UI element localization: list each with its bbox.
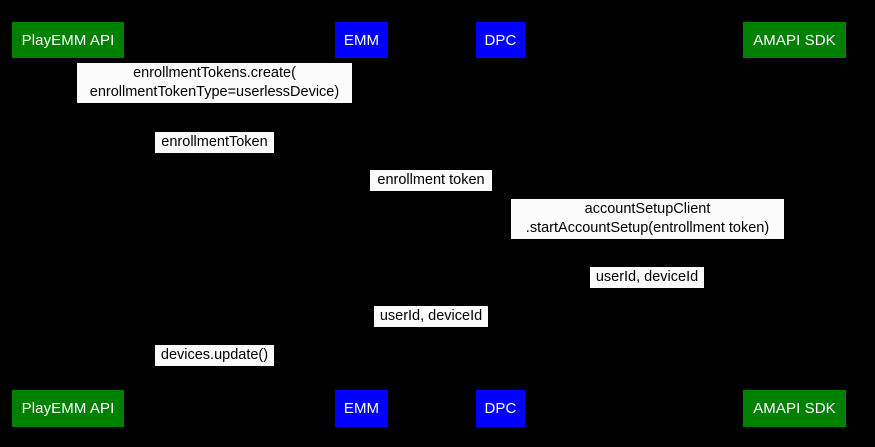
message-text-line1: enrollmentTokens.create( [133, 65, 296, 81]
participant-label: EMM [343, 400, 380, 417]
message-label-msg-2: enrollmentToken [155, 132, 274, 153]
participant-amapi-sdk-bottom[interactable]: AMAPI SDK [743, 390, 846, 427]
arrow-head-msg-4 [786, 239, 794, 247]
participant-label: DPC [484, 31, 517, 49]
arrow-head-msg-5 [500, 287, 508, 295]
participant-playemm-api-bottom[interactable]: PlayEMM API [12, 390, 124, 427]
arrow-head-msg-6 [361, 326, 369, 334]
message-text-line1: devices.update() [160, 347, 269, 363]
arrow-head-msg-3 [492, 191, 500, 199]
message-text-line1: userId, deviceId [379, 308, 483, 324]
participant-label: AMAPI SDK [753, 400, 836, 417]
participant-amapi-sdk-top[interactable]: AMAPI SDK [743, 22, 846, 58]
arrow-head-msg-1 [67, 104, 75, 112]
arrow-head-msg-2 [353, 152, 361, 160]
lifeline-amapi-sdk [794, 57, 795, 390]
arrow-line-msg-4 [500, 243, 794, 244]
arrow-head-msg-7 [67, 365, 75, 373]
message-text-line1: enrollment token [377, 172, 485, 188]
message-label-msg-1: enrollmentTokens.create( enrollmentToken… [77, 63, 352, 103]
message-label-msg-5: userId, deviceId [590, 267, 704, 288]
lifeline-playemm-api [67, 57, 68, 390]
participant-emm-bottom[interactable]: EMM [335, 390, 388, 427]
message-text-line1: userId, deviceId [595, 269, 699, 285]
arrow-line-msg-3 [361, 195, 500, 196]
message-text-line2: .startAccountSetup(entrollment token) [525, 220, 770, 236]
message-label-msg-6: userId, deviceId [374, 306, 488, 327]
message-label-msg-4: accountSetupClient .startAccountSetup(en… [511, 199, 784, 239]
lifeline-dpc [500, 57, 501, 390]
participant-label: PlayEMM API [21, 400, 115, 417]
arrow-line-msg-1 [67, 108, 361, 109]
message-text-line1: accountSetupClient [584, 201, 711, 217]
participant-label: PlayEMM API [21, 31, 115, 49]
participant-dpc-top[interactable]: DPC [476, 22, 525, 58]
participant-label: EMM [343, 31, 380, 49]
arrow-line-msg-7 [67, 369, 361, 370]
message-text-line1: enrollmentToken [161, 134, 268, 150]
arrow-line-msg-5 [500, 291, 794, 292]
message-text-line2: enrollmentTokenType=userlessDevice) [89, 84, 340, 100]
message-label-msg-7: devices.update() [155, 345, 274, 366]
participant-label: DPC [484, 400, 517, 417]
participant-label: AMAPI SDK [753, 31, 836, 49]
arrow-line-msg-6 [361, 330, 500, 331]
participant-dpc-bottom[interactable]: DPC [476, 390, 525, 427]
participant-playemm-api-top[interactable]: PlayEMM API [12, 22, 124, 58]
participant-emm-top[interactable]: EMM [335, 22, 388, 58]
lifeline-emm [361, 57, 362, 390]
message-label-msg-3: enrollment token [370, 170, 492, 191]
arrow-line-msg-2 [67, 156, 361, 157]
